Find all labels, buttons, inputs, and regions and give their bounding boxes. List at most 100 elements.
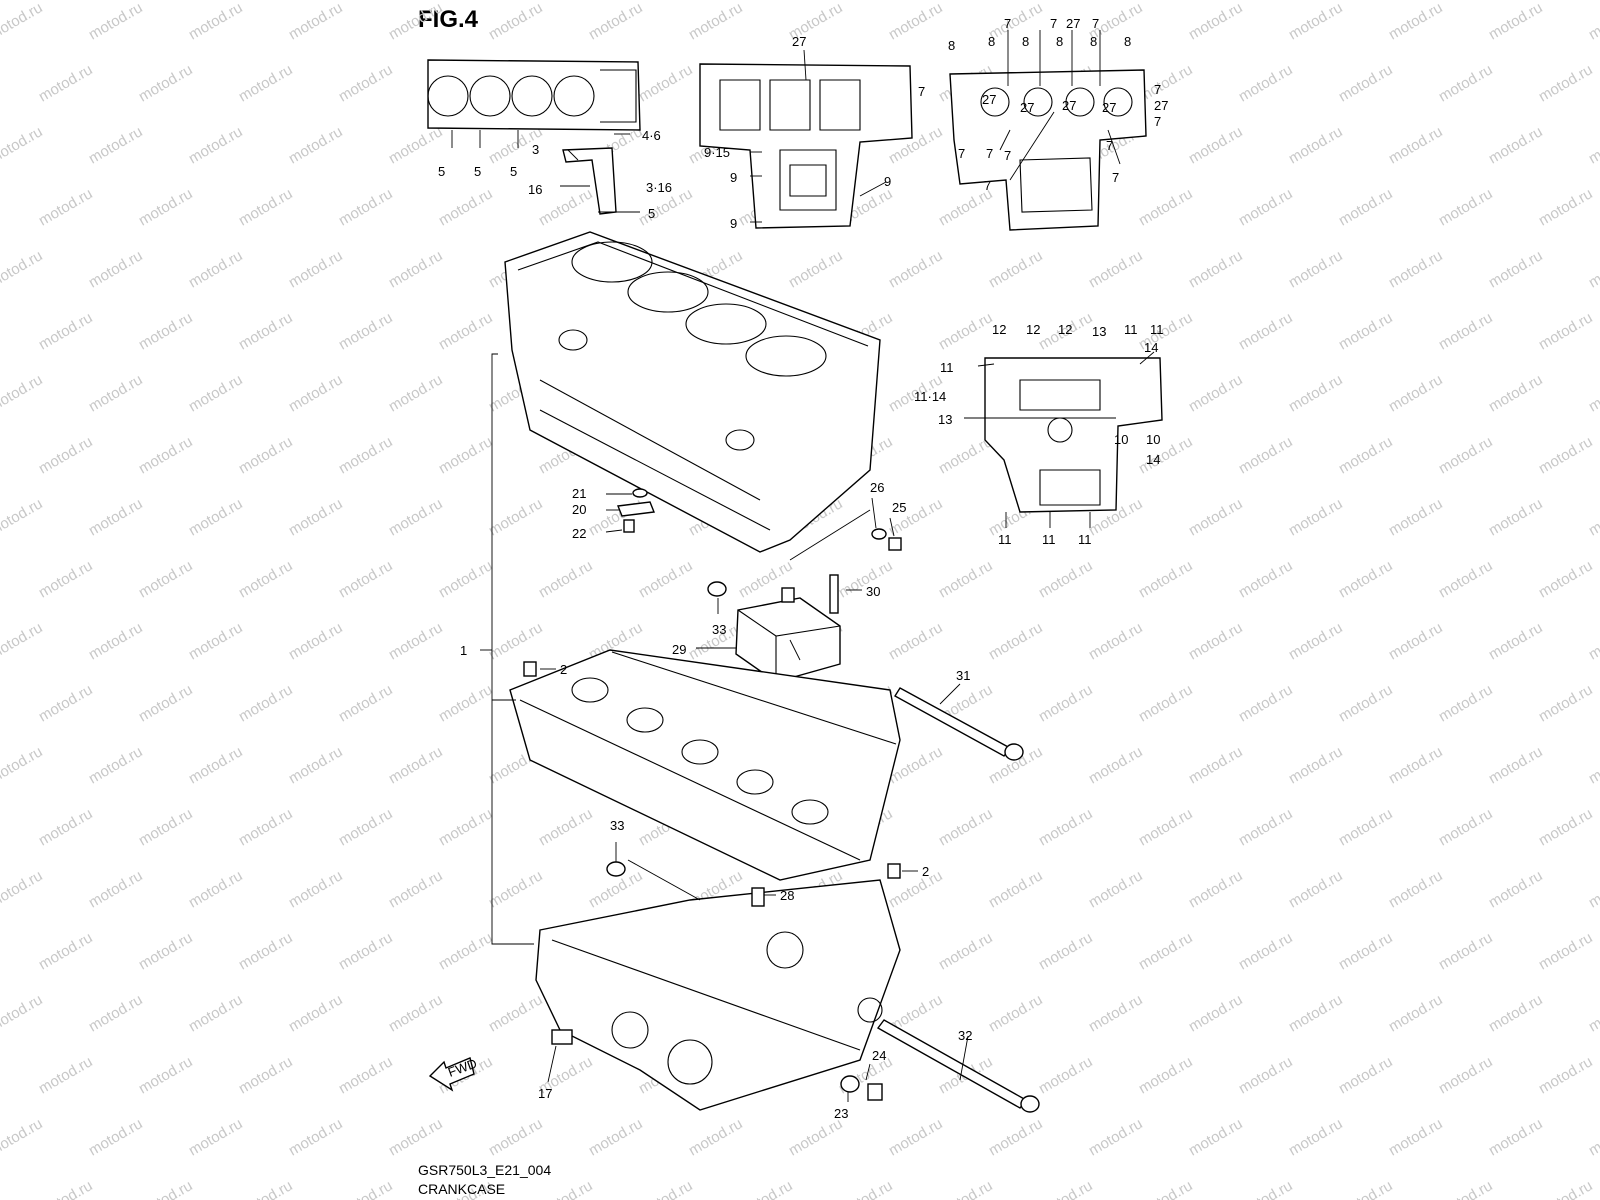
callout-8: 8 — [1022, 34, 1029, 49]
callout-7: 7 — [1112, 170, 1119, 185]
callout-16: 16 — [528, 182, 542, 197]
fwd-arrow-icon: FWD — [428, 1056, 479, 1092]
watermark-text: motod.ru — [636, 61, 696, 105]
watermark-text: motod.ru — [1186, 371, 1246, 415]
callout-8: 8 — [988, 34, 995, 49]
watermark-text: motod.ru — [1486, 743, 1546, 787]
watermark-text: motod.ru — [1436, 929, 1496, 973]
callout-11: 11 — [998, 532, 1012, 547]
watermark-text: motod.ru — [636, 557, 696, 601]
watermark-text: motod.ru — [1436, 185, 1496, 229]
watermark-text: motod.ru — [286, 371, 346, 415]
callout-7: 7 — [986, 146, 993, 161]
callout-labels: 1 2 2 3 3·16 4·6 5 5 5 5 16 27 9·15 9 9 … — [438, 16, 1168, 1121]
callout-27: 27 — [792, 34, 806, 49]
watermark-text: motod.ru — [286, 867, 346, 911]
case-bottom-view-middle — [699, 63, 913, 229]
watermark-text: motod.ru — [536, 185, 596, 229]
watermark-text: motod.ru — [1586, 1115, 1600, 1159]
watermark-text: motod.ru — [1136, 557, 1196, 601]
watermark-text: motod.ru — [486, 619, 546, 663]
watermark-text: motod.ru — [336, 681, 396, 725]
watermark-text: motod.ru — [36, 1053, 96, 1097]
watermark-text: motod.ru — [1336, 309, 1396, 353]
watermark-text: motod.ru — [1236, 61, 1296, 105]
watermark-text: motod.ru — [886, 247, 946, 291]
watermark-text: motod.ru — [486, 867, 546, 911]
callout-9: 9 — [730, 216, 737, 231]
watermark-text: motod.ru — [86, 1115, 146, 1159]
watermark-text: motod.ru — [1086, 867, 1146, 911]
part-1-bracket — [480, 353, 534, 945]
watermark-text: motod.ru — [1186, 123, 1246, 167]
watermark-text: motod.ru — [1186, 867, 1246, 911]
watermark-text: motod.ru — [1286, 619, 1346, 663]
callout-27: 27 — [982, 92, 996, 107]
breather-cover — [606, 574, 841, 877]
watermark-text: motod.ru — [386, 371, 446, 415]
watermark-text: motod.ru — [1286, 123, 1346, 167]
leader-lines — [451, 30, 1155, 1102]
watermark-text: motod.ru — [1236, 1177, 1296, 1200]
watermark-text: motod.ru — [1286, 371, 1346, 415]
watermark-text: motod.ru — [286, 991, 346, 1035]
watermark-text: motod.ru — [1186, 991, 1246, 1035]
figure-title: FIG.4 — [418, 6, 479, 33]
callout-23: 23 — [834, 1106, 848, 1121]
callout-12: 12 — [1026, 322, 1040, 337]
watermark-text: motod.ru — [436, 185, 496, 229]
upper-crankcase — [504, 231, 881, 553]
watermark-text: motod.ru — [186, 495, 246, 539]
watermark-text: motod.ru — [1536, 309, 1596, 353]
watermark-text: motod.ru — [1186, 1115, 1246, 1159]
diagram-caption: CRANKCASE — [418, 1181, 506, 1197]
watermark-text: motod.ru — [986, 1115, 1046, 1159]
watermark-text: motod.ru — [86, 123, 146, 167]
watermark-text: motod.ru — [1536, 681, 1596, 725]
watermark-text: motod.ru — [486, 495, 546, 539]
watermark-text: motod.ru — [236, 61, 296, 105]
watermark-text: motod.ru — [336, 1053, 396, 1097]
watermark-text: motod.ru — [336, 61, 396, 105]
watermark-text: motod.ru — [36, 929, 96, 973]
watermark-text: motod.ru — [36, 185, 96, 229]
watermark-text: motod.ru — [1436, 1177, 1496, 1200]
watermark-text: motod.ru — [1186, 743, 1246, 787]
watermark-text: motod.ru — [1386, 867, 1446, 911]
callout-7: 7 — [1004, 16, 1011, 31]
watermark-text: motod.ru — [986, 991, 1046, 1035]
watermark-text: motod.ru — [1136, 185, 1196, 229]
drawing-code: GSR750L3_E21_004 — [418, 1162, 552, 1178]
watermark-text: motod.ru — [236, 557, 296, 601]
callout-8: 8 — [1124, 34, 1131, 49]
watermark-text: motod.ru — [1336, 805, 1396, 849]
watermark-text: motod.ru — [1336, 433, 1396, 477]
watermark-text: motod.ru — [1536, 1053, 1596, 1097]
callout-8: 8 — [1056, 34, 1063, 49]
lower-crankcase — [535, 879, 901, 1111]
callout-24: 24 — [872, 1048, 886, 1063]
watermark-text: motod.ru — [36, 805, 96, 849]
watermark-text: motod.ru — [1386, 1115, 1446, 1159]
watermark-text: motod.ru — [1536, 557, 1596, 601]
callout-14: 14 — [1144, 340, 1158, 355]
watermark-text: motod.ru — [1236, 185, 1296, 229]
watermark-text: motod.ru — [1336, 185, 1396, 229]
watermark-text: motod.ru — [86, 495, 146, 539]
watermark-text: motod.ru — [0, 495, 46, 539]
watermark-text: motod.ru — [136, 185, 196, 229]
watermark-text: motod.ru — [1336, 681, 1396, 725]
watermark-text: motod.ru — [1586, 619, 1600, 663]
watermark-text: motod.ru — [1136, 1177, 1196, 1200]
watermark-text: motod.ru — [186, 371, 246, 415]
watermark-text: motod.ru — [1086, 1115, 1146, 1159]
watermark-text: motod.ru — [1236, 681, 1296, 725]
callout-10: 10 — [1114, 432, 1128, 447]
watermark-text: motod.ru — [1286, 495, 1346, 539]
callout-21: 21 — [572, 486, 586, 501]
long-bolts — [876, 687, 1040, 1113]
callout-27: 27 — [1020, 100, 1034, 115]
watermark-text: motod.ru — [136, 61, 196, 105]
watermark-text: motod.ru — [386, 743, 446, 787]
watermark-text: motod.ru — [1436, 805, 1496, 849]
